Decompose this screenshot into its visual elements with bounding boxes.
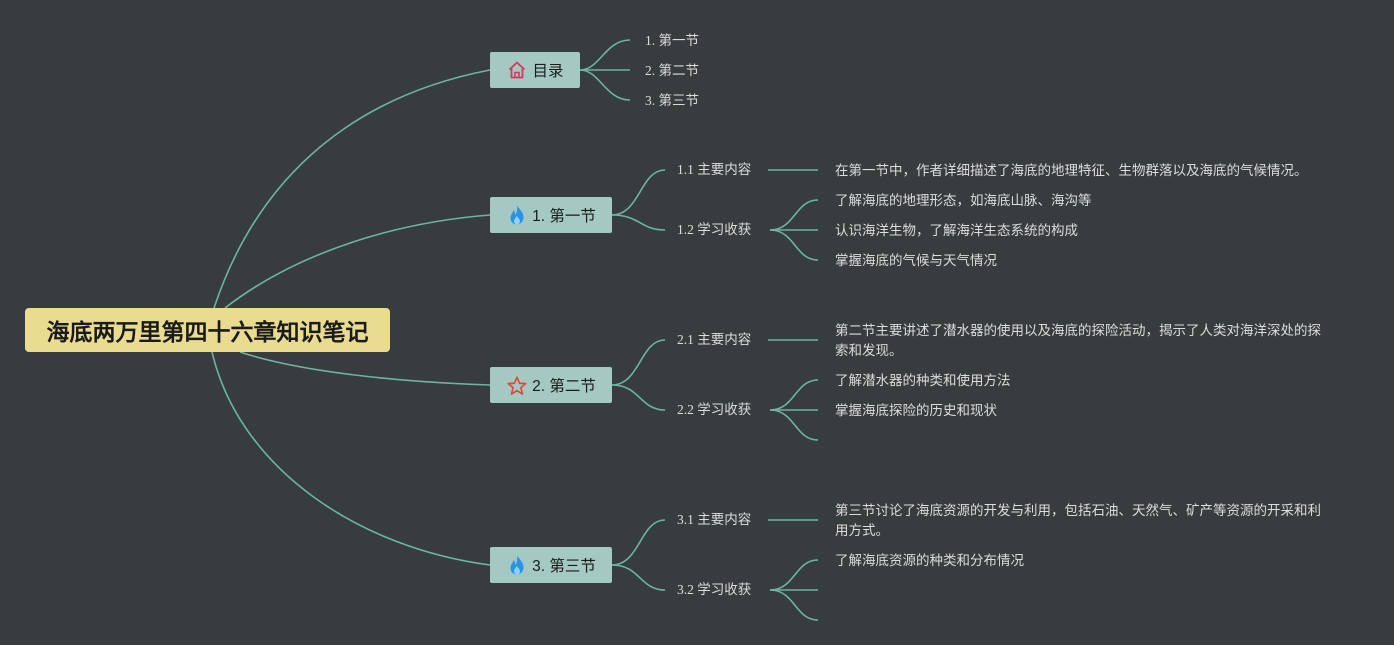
star-icon — [506, 374, 528, 396]
toc-item-1[interactable]: 1. 第一节 — [645, 33, 699, 48]
leaf-text[interactable]: 了解海底的地理形态，如海底山脉、海沟等 — [835, 193, 1092, 208]
section-3-learning-gains[interactable]: 3.2 学习收获 — [677, 582, 752, 597]
branch-section-1[interactable]: 1. 第一节 — [490, 197, 612, 233]
leaf-text[interactable]: 掌握海底探险的历史和现状 — [835, 403, 997, 418]
house-icon — [506, 59, 528, 81]
leaf-text[interactable]: 第二节主要讲述了潜水器的使用以及海底的探险活动，揭示了人类对海洋深处的探索和发现… — [835, 323, 1321, 358]
fire-icon — [506, 554, 528, 576]
toc-item-2[interactable]: 2. 第二节 — [645, 63, 699, 78]
toc-item-3[interactable]: 3. 第三节 — [645, 93, 699, 108]
section-3-main-content[interactable]: 3.1 主要内容 — [677, 512, 752, 527]
leaf-text[interactable]: 认识海洋生物，了解海洋生态系统的构成 — [835, 223, 1078, 238]
section-2-main-content[interactable]: 2.1 主要内容 — [677, 332, 752, 347]
branch-toc[interactable]: 目录 — [490, 52, 580, 88]
leaf-text[interactable]: 了解潜水器的种类和使用方法 — [835, 373, 1011, 388]
branch-label: 1. 第一节 — [532, 208, 596, 225]
leaf-text[interactable]: 了解海底资源的种类和分布情况 — [835, 553, 1024, 568]
branch-label: 3. 第三节 — [532, 558, 596, 575]
section-1-learning-gains[interactable]: 1.2 学习收获 — [677, 222, 752, 237]
root-title: 海底两万里第四十六章知识笔记 — [46, 320, 369, 346]
branch-label: 目录 — [532, 63, 564, 80]
leaf-text[interactable]: 掌握海底的气候与天气情况 — [835, 253, 997, 268]
leaf-text[interactable]: 在第一节中，作者详细描述了海底的地理特征、生物群落以及海底的气候情况。 — [835, 163, 1308, 178]
leaf-text[interactable]: 第三节讨论了海底资源的开发与利用，包括石油、天然气、矿产等资源的开采和利用方式。 — [835, 503, 1321, 538]
branch-section-3[interactable]: 3. 第三节 — [490, 547, 612, 583]
fire-icon — [506, 204, 528, 226]
root-topic[interactable]: 海底两万里第四十六章知识笔记 — [25, 308, 390, 352]
section-1-main-content[interactable]: 1.1 主要内容 — [677, 162, 752, 177]
branch-label: 2. 第二节 — [532, 378, 596, 395]
section-2-learning-gains[interactable]: 2.2 学习收获 — [677, 402, 752, 417]
branch-section-2[interactable]: 2. 第二节 — [490, 367, 612, 403]
